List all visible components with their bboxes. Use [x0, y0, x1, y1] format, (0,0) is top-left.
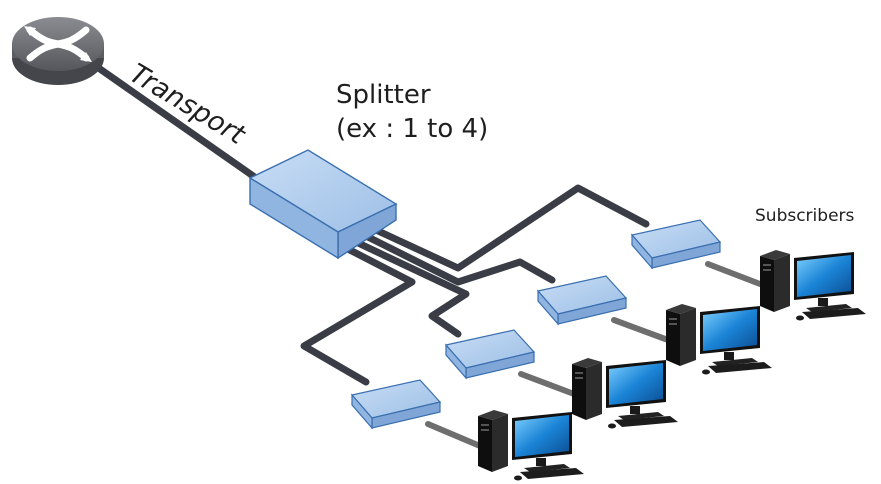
transport-cable: [86, 58, 260, 182]
router-icon: [12, 17, 104, 85]
branch-cable-4: [300, 244, 416, 386]
drop-cable-3: [518, 371, 577, 397]
computer-icon-3: [572, 358, 678, 429]
onu-box-4: [351, 379, 441, 429]
branch-cable-3: [352, 238, 470, 338]
subscribers-label: Subscribers: [755, 206, 855, 226]
branch-cable-1: [372, 184, 650, 272]
branch-cable-2: [362, 232, 556, 286]
computer-icon-1: [760, 250, 866, 321]
splitter-box: [248, 149, 398, 260]
drop-cable-2: [611, 317, 671, 343]
computer-icon-2: [666, 304, 772, 375]
drop-cable-1: [705, 261, 763, 287]
split-ratio-label: (ex : 1 to 4): [336, 114, 489, 144]
splitter-label: Splitter: [336, 80, 431, 110]
drop-cable-4: [425, 421, 483, 449]
computer-icon-4: [478, 410, 584, 481]
